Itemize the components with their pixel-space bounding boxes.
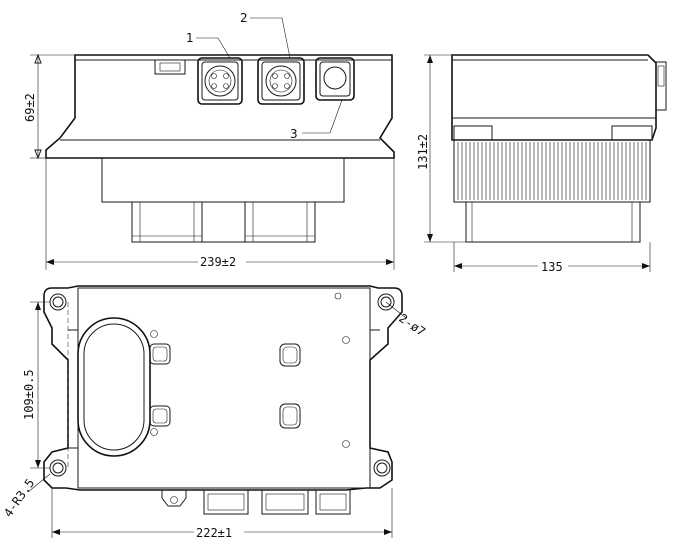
callout-2: 2	[240, 11, 248, 25]
front-view: 1 2 3 69±2 239±2	[23, 11, 395, 270]
dim-top-width: 222±1	[196, 526, 232, 540]
dim-side-width: 135	[541, 260, 563, 274]
side-fins	[457, 142, 647, 200]
top-view: 109±0.5 222±1 2-ø7 4-R3.5	[1, 285, 428, 540]
side-view: 131±2 135	[416, 54, 667, 274]
dim-front-height: 69±2	[23, 93, 37, 122]
connector-2	[257, 57, 305, 105]
callout-1: 1	[186, 31, 194, 45]
radius-note: 4-R3.5	[1, 476, 37, 520]
connector-3	[315, 57, 355, 101]
dim-side-height: 131±2	[416, 134, 430, 170]
callout-3: 3	[290, 127, 298, 141]
dim-hole-spacing: 109±0.5	[22, 369, 36, 420]
connector-1	[197, 57, 243, 105]
dim-front-width: 239±2	[200, 255, 236, 269]
hole-note: 2-ø7	[396, 311, 428, 339]
